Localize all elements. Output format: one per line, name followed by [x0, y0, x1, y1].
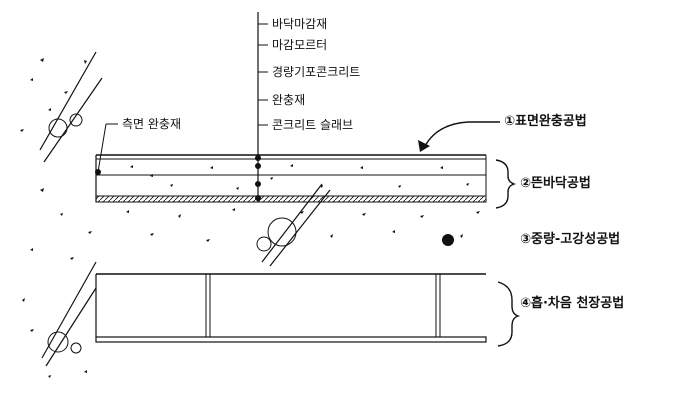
label-cushion: 완충재: [272, 93, 306, 107]
method-heavy-stiff: ③중량-고강성공법: [520, 232, 621, 247]
left-wall: [39, 51, 103, 367]
floor-build-up: [95, 154, 487, 203]
method4-brace: [497, 281, 521, 347]
label-lightweight-foam-concrete: 경량기포콘크리트: [272, 65, 361, 79]
method1-pointer: [418, 121, 500, 152]
method-floating-floor: ②뜬바닥공법: [520, 176, 591, 191]
ceiling-system: [95, 273, 487, 343]
label-concrete-slab: 콘크리트 슬래브: [272, 118, 354, 132]
label-finish-mortar: 마감모르터: [272, 38, 328, 52]
concrete-slab: [20, 58, 480, 378]
label-floor-finish: 바닥마감재: [272, 17, 328, 31]
label-side-cushion: 측면 완충재: [122, 117, 182, 131]
slab-rebar: [256, 183, 331, 267]
method3-dot: [442, 234, 454, 246]
side-cushion-leader: [95, 123, 118, 175]
layer-leader: [255, 12, 268, 202]
method-surface-cushion: ①표면완충공법: [504, 114, 587, 129]
method-absorbing-ceiling: ④흡·차음 천장공법: [520, 296, 625, 311]
method2-brace: [495, 159, 517, 209]
